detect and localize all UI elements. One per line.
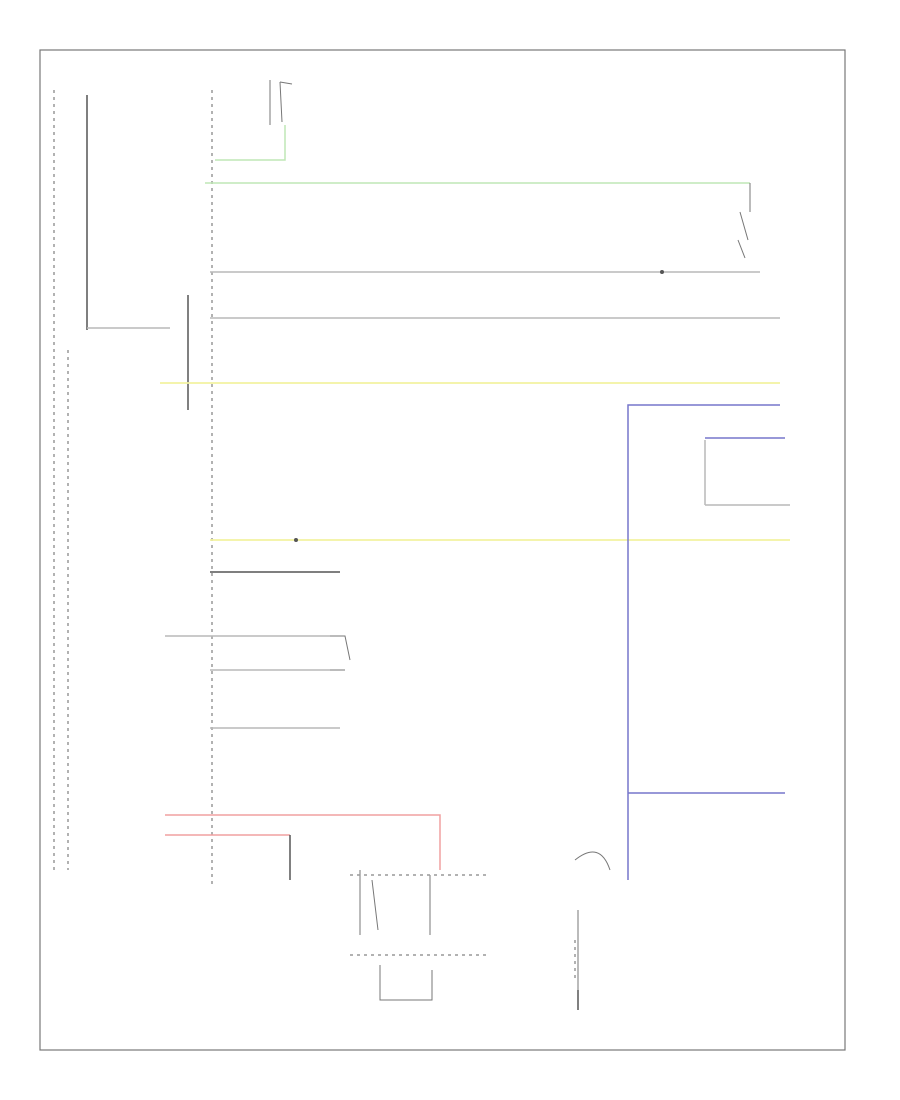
brake-switch-symbol <box>737 183 751 259</box>
splice-1 <box>660 270 664 274</box>
wire-red-1 <box>165 814 441 870</box>
diagram-border <box>39 49 846 1051</box>
wire-blue-1 <box>627 404 780 880</box>
wire-ignition-out <box>215 125 286 161</box>
ignition-switch <box>269 80 293 125</box>
relay-box <box>359 870 431 935</box>
range-switch <box>574 851 611 1000</box>
splice-2 <box>294 538 298 542</box>
starter-cutoff <box>379 965 433 1001</box>
switch-symbol-mid <box>330 635 351 671</box>
